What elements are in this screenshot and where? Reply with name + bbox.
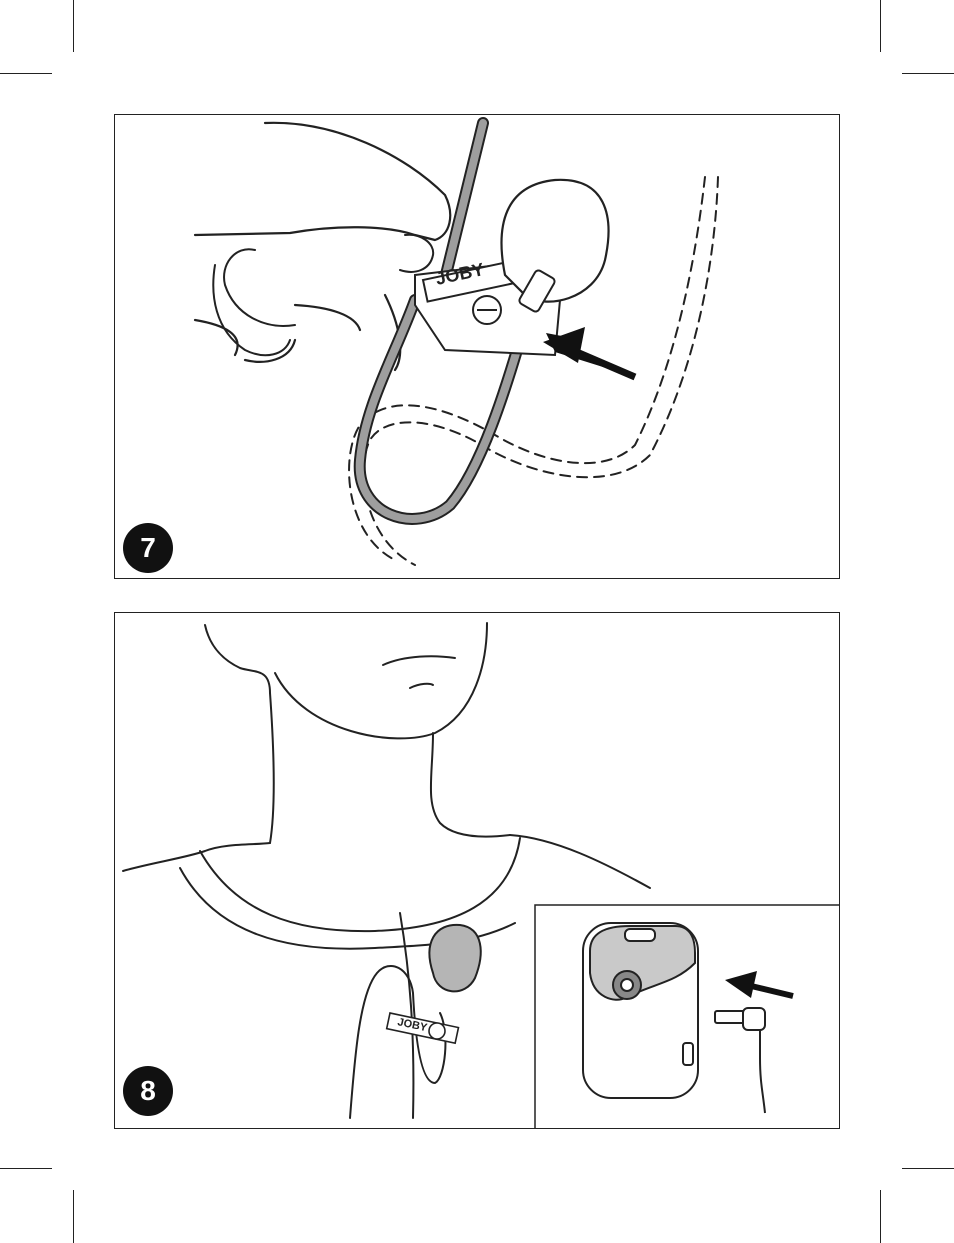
- hand-finger: [400, 235, 433, 272]
- crop-mark: [880, 0, 881, 52]
- crop-mark: [73, 1190, 74, 1243]
- neck-right: [431, 733, 510, 837]
- crop-mark: [880, 1190, 881, 1243]
- crop-mark: [0, 1168, 52, 1169]
- shoulder-right: [510, 835, 650, 888]
- hand: [195, 123, 450, 370]
- recorder-device: [583, 923, 698, 1098]
- hand-finger: [224, 249, 295, 326]
- crop-mark: [73, 0, 74, 52]
- step-8-illustration: JOBY: [115, 613, 840, 1129]
- cable: [350, 966, 445, 1118]
- shirt-collar: [200, 838, 520, 931]
- crop-mark: [902, 1168, 954, 1169]
- mouth: [383, 656, 455, 688]
- face-outline: [205, 623, 487, 738]
- shoulder-left: [123, 843, 270, 871]
- step-number-badge: 8: [123, 1066, 173, 1116]
- crop-mark: [0, 73, 52, 74]
- step-8-panel: JOBY 8: [114, 612, 840, 1129]
- step-7-panel: JOBY 7: [114, 114, 840, 579]
- neck-left: [270, 693, 274, 843]
- step-7-illustration: JOBY: [115, 115, 840, 579]
- crop-mark: [902, 73, 954, 74]
- mic-foam: [429, 925, 480, 992]
- step-number-badge: 7: [123, 523, 173, 573]
